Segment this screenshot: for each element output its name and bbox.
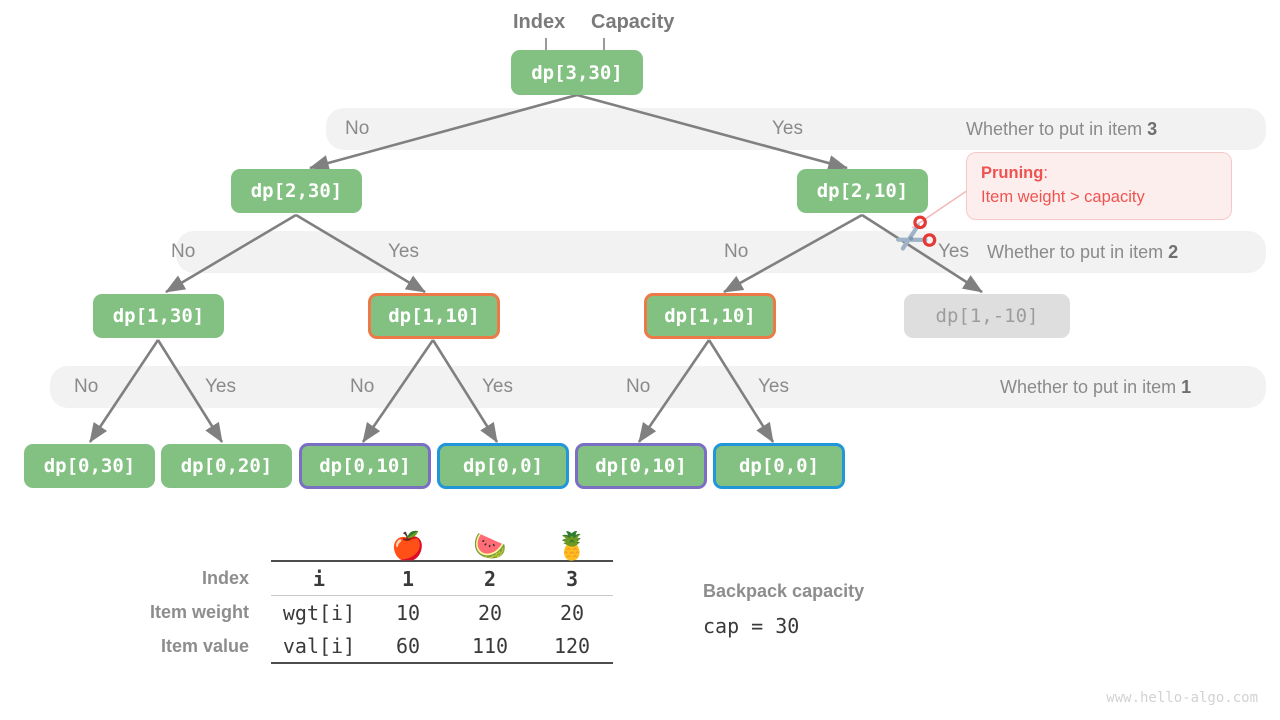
emoji-apple: 🍎 (391, 531, 425, 561)
band2-question-text: Whether to put in item (987, 242, 1164, 262)
node-dp-1-neg10-pruned[interactable]: dp[1,-10] (904, 294, 1070, 338)
cell-value-3: 120 (531, 629, 614, 664)
row-label-index: Index (202, 567, 250, 588)
band2-question-item: 2 (1168, 242, 1179, 262)
watermark: www.hello-algo.com (1106, 690, 1258, 706)
table-row-index: Index i 1 2 3 (150, 560, 614, 596)
band3-choice-yes-2: Yes (482, 376, 513, 397)
pruning-reason: Item weight > capacity (981, 187, 1145, 206)
band3-question-item: 1 (1181, 377, 1192, 397)
node-dp-3-30[interactable]: dp[3,30] (511, 50, 643, 95)
band3-question-text: Whether to put in item (1000, 377, 1177, 397)
annotation-index: Index (513, 11, 566, 33)
leaf-dp-0-20[interactable]: dp[0,20] (161, 444, 292, 488)
backpack-capacity-title: Backpack capacity (703, 581, 865, 601)
band2-choice-no-1: No (171, 241, 196, 262)
pruning-title: Pruning (981, 164, 1044, 182)
emoji-pineapple: 🍍 (555, 531, 589, 561)
leaf-dp-0-30[interactable]: dp[0,30] (24, 444, 155, 488)
band2-choice-no-2: No (724, 241, 749, 262)
cell-index-3: 3 (531, 560, 614, 596)
node-dp-1-10-right[interactable]: dp[1,10] (644, 293, 776, 339)
table-emoji-row: 🍎 🍉 🍍 (150, 520, 613, 561)
cell-value-1: 60 (367, 629, 450, 664)
annotation-capacity: Capacity (591, 11, 675, 33)
cell-index-2: 2 (449, 560, 532, 596)
band3-choice-yes-3: Yes (758, 376, 789, 397)
leaf-dp-0-10-a[interactable]: dp[0,10] (299, 443, 431, 489)
pruning-colon: : (1043, 164, 1048, 182)
band1-question-text: Whether to put in item (966, 119, 1143, 139)
band1-question: Whether to put in item 3 (966, 120, 1157, 138)
band3-question: Whether to put in item 1 (1000, 378, 1191, 396)
band3-choice-no-2: No (350, 376, 375, 397)
table-row-value: Item value val[i] 60 110 120 (150, 629, 614, 664)
emoji-watermelon: 🍉 (473, 531, 507, 561)
row-label-weight: Item weight (150, 601, 250, 622)
row-key-value: val[i] (271, 629, 368, 664)
cell-weight-1: 10 (367, 595, 450, 629)
item-spec-table: 🍎 🍉 🍍 Index i 1 2 3 Item weight wgt[i] 1… (150, 520, 614, 664)
node-dp-2-30[interactable]: dp[2,30] (231, 169, 362, 213)
band3-choice-no-1: No (74, 376, 99, 397)
leaf-dp-0-0-b[interactable]: dp[0,0] (713, 443, 845, 489)
band2-choice-yes-2: Yes (938, 241, 969, 262)
band1-choice-yes: Yes (772, 118, 803, 139)
leaf-dp-0-0-a[interactable]: dp[0,0] (437, 443, 569, 489)
cell-weight-3: 20 (531, 595, 614, 629)
cell-weight-2: 20 (449, 595, 532, 629)
cell-value-2: 110 (449, 629, 532, 664)
decision-band-item3 (326, 108, 1266, 150)
band1-choice-no: No (345, 118, 370, 139)
node-dp-1-30[interactable]: dp[1,30] (93, 294, 224, 338)
band1-question-item: 3 (1147, 119, 1158, 139)
row-key-weight: wgt[i] (271, 595, 368, 629)
band2-question: Whether to put in item 2 (987, 243, 1178, 261)
band3-choice-yes-1: Yes (205, 376, 236, 397)
pruning-title-line: Pruning: (981, 162, 1217, 186)
band2-choice-yes-1: Yes (388, 241, 419, 262)
scissors-icon (896, 215, 937, 251)
cell-index-1: 1 (367, 560, 450, 596)
backpack-capacity-value: cap = 30 (703, 614, 800, 638)
decision-band-item1 (50, 366, 1266, 408)
node-dp-1-10-left[interactable]: dp[1,10] (368, 293, 500, 339)
band3-choice-no-3: No (626, 376, 651, 397)
node-dp-2-10[interactable]: dp[2,10] (797, 169, 928, 213)
row-key-index: i (271, 560, 368, 596)
table-row-weight: Item weight wgt[i] 10 20 20 (150, 595, 614, 629)
row-label-value: Item value (160, 635, 250, 656)
pruning-callout: Pruning: Item weight > capacity (966, 152, 1232, 220)
leaf-dp-0-10-b[interactable]: dp[0,10] (575, 443, 707, 489)
